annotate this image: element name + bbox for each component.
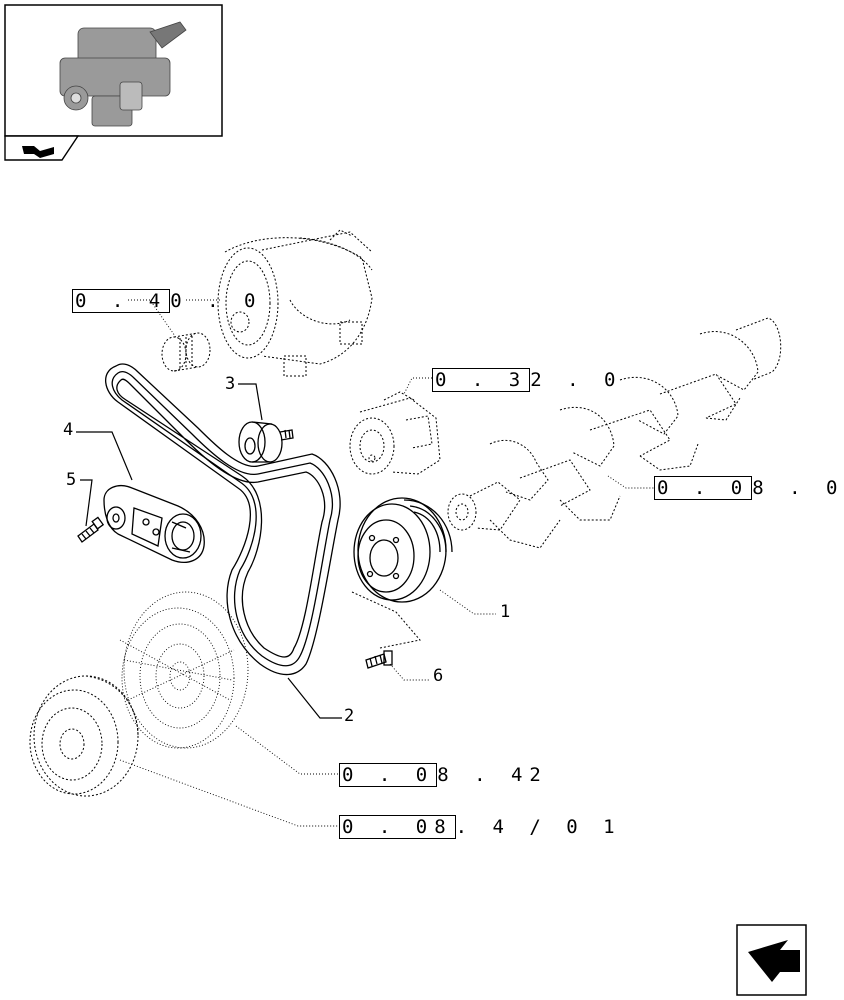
callout-5: 5 (66, 470, 77, 490)
poly-v-belt (105, 363, 341, 676)
engine-thumbnail[interactable] (4, 4, 223, 137)
idler-pulley (238, 421, 294, 463)
parts-diagram: .ln { fill: none; stroke: #000; stroke-w… (4, 4, 807, 996)
callout-3: 3 (225, 374, 236, 394)
crankshaft (447, 317, 782, 549)
callout-1: 1 (500, 602, 511, 622)
screw-5 (77, 516, 105, 543)
front-pulley (29, 675, 139, 797)
next-page-arrow-icon[interactable] (736, 924, 807, 996)
screw-6 (365, 650, 393, 669)
crank-pulley (351, 497, 453, 649)
water-pump (349, 391, 441, 475)
belt-tensioner (103, 485, 205, 563)
callout-4: 4 (63, 420, 74, 440)
callout-2: 2 (344, 706, 355, 726)
callout-6: 6 (433, 666, 444, 686)
alternator (217, 229, 373, 377)
previous-page-arrow-icon[interactable] (4, 135, 80, 161)
ref-0-08-4-01[interactable]: 0 . 08. 4 / 0 1 (339, 815, 622, 839)
alternator-pulley (161, 332, 211, 372)
leader-lines (76, 299, 654, 827)
vibration-damper (119, 591, 249, 749)
